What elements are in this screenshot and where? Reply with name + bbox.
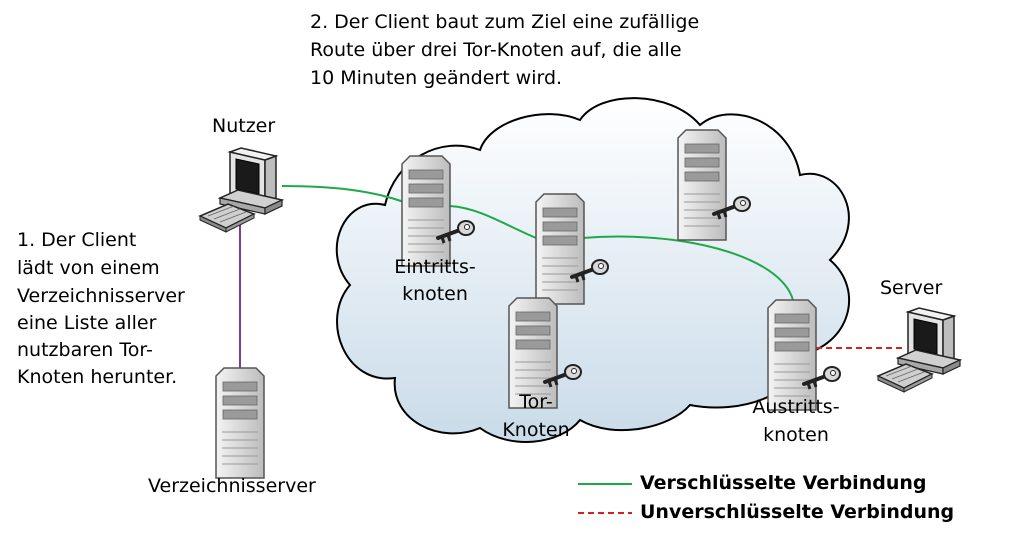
step1-line-2: lädt von einem [17,257,160,279]
entry-label-2: knoten [402,283,468,305]
entry-label-1: Eintritts- [394,256,476,278]
step1-line-1: 1. Der Client [17,229,137,251]
step1-line-5: nutzbaren Tor- [17,339,153,361]
user-label: Nutzer [212,115,276,137]
user-computer-icon [199,147,283,233]
encrypted-link-entry-middle [449,205,537,239]
tor-label-2: Knoten [502,419,570,441]
directory-label: Verzeichnisserver [148,475,316,497]
tor-label-1: Tor- [519,391,553,413]
step2-line-1: 2. Der Client baut zum Ziel eine zufälli… [310,11,700,33]
encrypted-link-middle-exit [581,235,794,301]
directory-server [215,367,265,479]
legend-unencrypted-label: Unverschlüsselte Verbindung [640,501,955,523]
step2-line-2: Route über drei Tor-Knoten auf, die alle [310,39,682,61]
exit-label-2: knoten [763,424,829,446]
server-label: Server [880,277,943,299]
step1-line-6: Knoten herunter. [17,366,178,388]
step1-line-4: eine Liste aller [17,312,157,334]
exit-label-1: Austritts- [752,396,840,418]
legend-encrypted-label: Verschlüsselte Verbindung [640,472,927,494]
server-computer-icon [877,307,961,393]
encrypted-link-user-entry [281,185,405,203]
step1-line-3: Verzeichnisserver [17,285,185,307]
step2-line-3: 10 Minuten geändert wird. [310,67,563,89]
